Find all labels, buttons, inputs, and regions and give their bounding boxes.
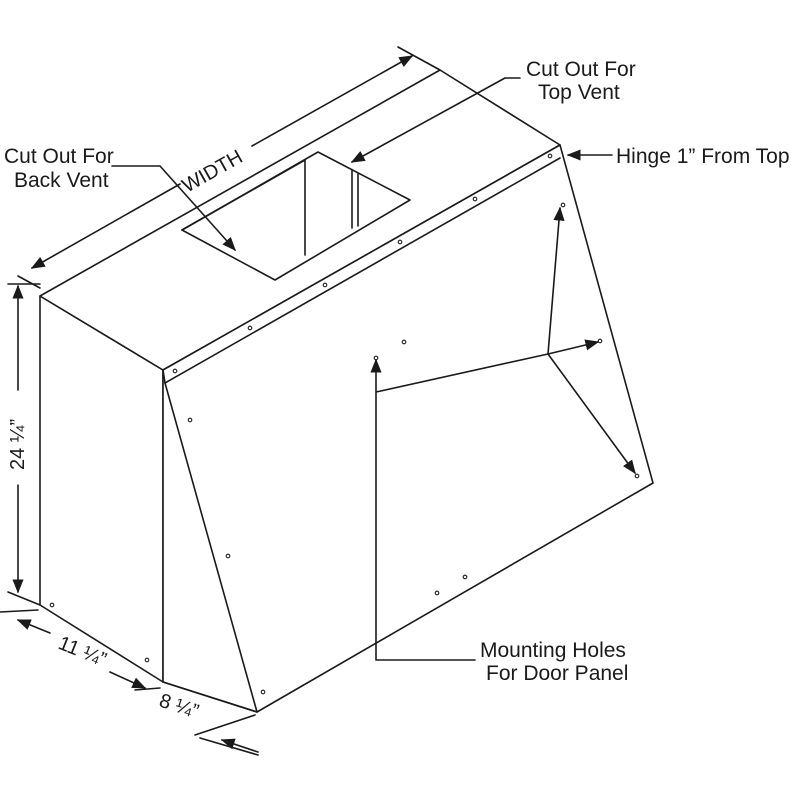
hinge-holes [172,153,553,374]
depth-arrow-left [16,619,51,634]
depth-ext-left [0,609,39,613]
mounting-label-line2: For Door Panel [486,662,628,685]
back-vent-leader [111,165,236,252]
door-depth-arrow [220,738,259,753]
door-depth-ext [194,714,256,736]
mounting-leader-branch [375,353,549,393]
mounting-label-line1: Mounting Holes [480,639,626,662]
hinge-strip-line [164,157,561,384]
top-vent-label-line1: Cut Out For [526,58,636,81]
top-vent-label-line2: Top Vent [538,81,620,104]
hinge-strip-end [162,369,166,384]
door-left-edge [164,382,258,713]
width-ext-right [397,46,441,71]
front-door-face [162,144,654,713]
mounting-arrow-bottom [547,353,636,475]
height-ext-bottom [7,591,41,606]
back-vent-label-line1: Cut Out For [4,145,114,168]
mounting-leader-vertical [370,358,476,661]
width-arrow-right [251,55,414,147]
mounting-arrow-top [547,206,565,355]
top-vent-leader [350,77,521,163]
depth-arrow-right [109,671,147,689]
width-arrow-left [30,183,181,269]
vent-inner-wall [181,159,306,256]
depth-ext-right [134,687,161,691]
door-depth-line [199,737,259,756]
mounting-arrow-right [547,339,600,355]
back-vent-label-line2: Back Vent [14,169,109,192]
width-ext-left [17,275,41,289]
height-label: 24 ¼” [7,419,29,470]
bottom-edge [162,681,258,713]
door-depth-label: 8 ¼” [156,690,201,723]
hinge-label: Hinge 1” From Top [616,145,790,168]
